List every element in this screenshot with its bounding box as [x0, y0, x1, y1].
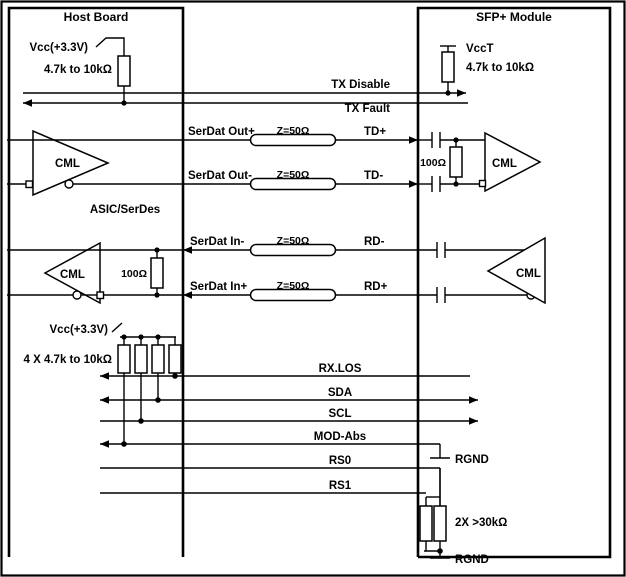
arrow-right	[469, 396, 478, 404]
sfp-module-box	[416, 6, 612, 559]
label-scl: SCL	[329, 408, 352, 420]
arrow-right	[409, 180, 418, 188]
host-tx-cml-label: CML	[55, 158, 80, 170]
impedance-trace-symbol	[249, 177, 337, 191]
label-sda: SDA	[328, 387, 352, 399]
rs0-resistor	[419, 505, 433, 542]
bank-resistor-1	[117, 344, 131, 374]
label-tx-fault: TX Fault	[345, 103, 391, 115]
impedance-label-tx-n: Z=50Ω	[277, 169, 310, 181]
host-rx-cml-label: CML	[60, 269, 85, 281]
label-rd-n: RD-	[364, 236, 385, 248]
label-serdat-in-p: SerDat In+	[190, 281, 247, 293]
module-pullup-network	[440, 45, 456, 96]
host-supply-label: Vcc(+3.3V)	[30, 42, 89, 54]
host-rx-cml-amplifier	[7, 241, 183, 305]
impedance-label-tx-p: Z=50Ω	[277, 125, 310, 137]
label-rs1: RS1	[329, 480, 352, 492]
trace-serdat-out-p	[183, 133, 418, 147]
junction-dot	[155, 334, 161, 340]
arrow-left	[23, 99, 32, 107]
label-rx-los: RX.LOS	[319, 363, 362, 375]
host-pullup-network	[95, 37, 131, 106]
inverting-output-bubble	[64, 179, 74, 189]
junction-dot	[154, 247, 160, 253]
arrow-right	[457, 89, 466, 97]
label-td-n: TD-	[364, 170, 383, 182]
arrow-left	[183, 291, 192, 299]
label-serdat-out-p: SerDat Out+	[188, 126, 255, 138]
host-pullup-value: 4.7k to 10kΩ	[44, 64, 112, 76]
junction-dot	[453, 137, 459, 143]
impedance-trace-symbol	[249, 288, 337, 302]
arrow-left	[100, 396, 109, 404]
host-bank-supply-label: Vcc(+3.3V)	[50, 324, 109, 336]
inverting-input-marker	[478, 179, 487, 188]
host-termination-value: 100Ω	[121, 268, 147, 280]
bank-resistor-2	[134, 344, 148, 374]
label-tx-disable: TX Disable	[331, 79, 390, 91]
signal-scl	[100, 417, 478, 425]
inverting-output-bubble	[72, 290, 82, 300]
arrow-left	[100, 372, 109, 380]
module-pullup-resistor	[441, 51, 455, 83]
signal-mod-abs	[100, 440, 450, 459]
impedance-trace-symbol	[249, 243, 337, 257]
module-tx-cml-label: CML	[492, 158, 517, 170]
signal-rx-los	[100, 372, 470, 380]
junction-dot	[138, 334, 144, 340]
module-tx-input-network	[418, 131, 542, 193]
host-bank-value: 4 X 4.7k to 10kΩ	[24, 354, 113, 366]
arrow-left	[183, 246, 192, 254]
impedance-label-rx-p: Z=50Ω	[277, 280, 310, 292]
module-termination-resistor	[449, 146, 463, 178]
signal-rs0	[100, 467, 441, 542]
rgnd-label-bottom: RGND	[455, 554, 489, 566]
rgnd-label-top: RGND	[455, 454, 489, 466]
impedance-label-rx-n: Z=50Ω	[277, 235, 310, 247]
inverting-input-marker	[25, 180, 34, 189]
trace-serdat-in-n	[183, 243, 418, 257]
junction-dot	[121, 334, 127, 340]
module-rx-cml-label: CML	[516, 268, 541, 280]
signal-tx-disable	[23, 89, 466, 97]
signal-sda	[100, 396, 478, 404]
label-td-p: TD+	[364, 126, 386, 138]
junction-dot	[453, 181, 459, 187]
trace-serdat-out-n	[183, 177, 418, 191]
label-rd-p: RD+	[364, 281, 388, 293]
host-tx-cml-amplifier	[7, 129, 183, 197]
label-serdat-in-n: SerDat In-	[190, 236, 244, 248]
bank-resistor-3	[151, 344, 165, 374]
label-mod-abs: MOD-Abs	[314, 431, 366, 443]
host-pullup-resistor	[117, 55, 131, 87]
module-termination-value: 100Ω	[420, 157, 446, 169]
arrow-right	[469, 417, 478, 425]
signal-rs1	[100, 468, 450, 559]
sfp-module-title: SFP+ Module	[476, 10, 552, 24]
arrow-left	[100, 440, 109, 448]
module-rx-output-network	[418, 236, 546, 305]
module-pullup-value: 4.7k to 10kΩ	[466, 62, 534, 74]
impedance-trace-symbol	[249, 133, 337, 147]
rs-resistor-value: 2X >30kΩ	[455, 517, 507, 529]
label-serdat-out-n: SerDat Out-	[188, 170, 252, 182]
module-supply-label: VccT	[466, 43, 494, 55]
trace-serdat-in-p	[183, 288, 418, 302]
label-rs0: RS0	[329, 455, 351, 467]
asic-serdes-label: ASIC/SerDes	[90, 204, 160, 216]
host-board-title: Host Board	[64, 10, 129, 24]
signal-tx-fault	[23, 99, 468, 107]
junction-dot	[154, 292, 160, 298]
host-pullup-bank	[111, 322, 182, 447]
bank-resistor-4	[168, 344, 182, 374]
host-board-box	[7, 6, 185, 557]
host-termination-resistor	[150, 257, 164, 289]
arrow-right	[409, 136, 418, 144]
inverting-input-marker	[96, 291, 105, 300]
rs1-resistor	[433, 505, 447, 542]
